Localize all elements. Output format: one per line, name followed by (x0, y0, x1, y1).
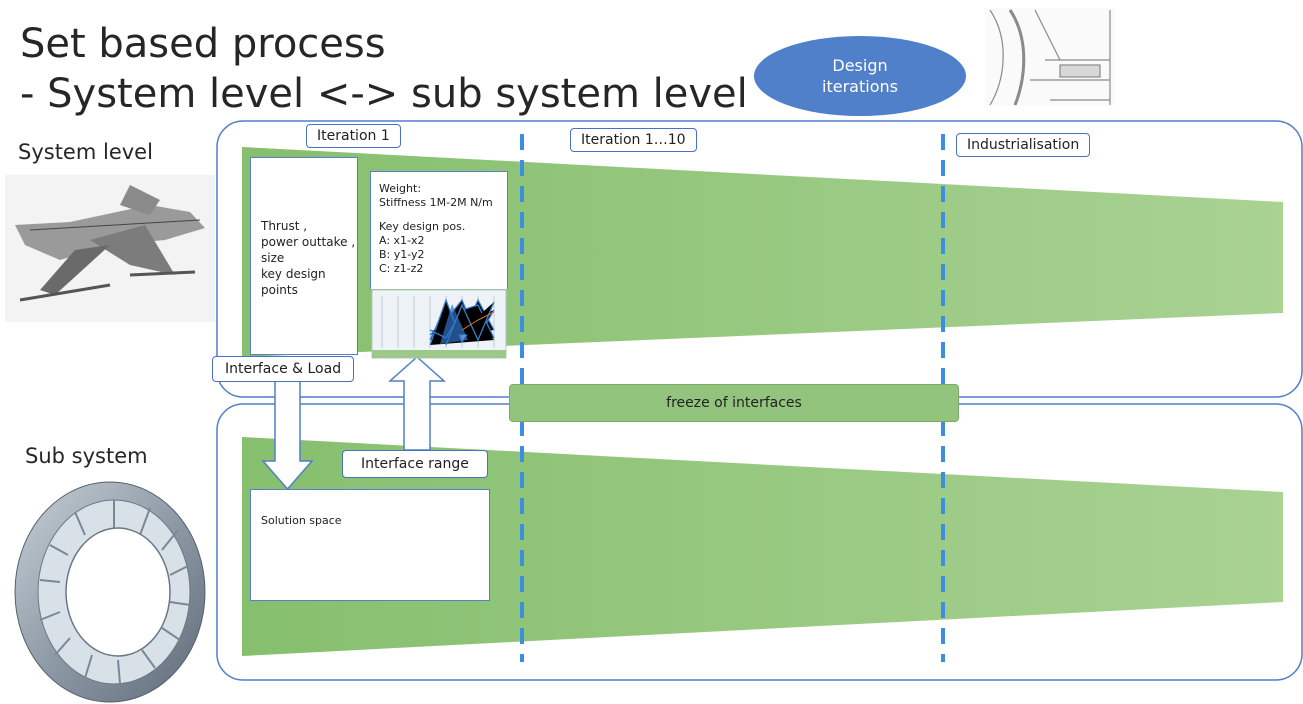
down-arrow (261, 379, 314, 491)
system-requirements-panel: Thrust , power outtake , size key design… (250, 157, 358, 355)
system-panel-line: power outtake , (261, 235, 356, 249)
range-line: Key design pos. (379, 220, 466, 233)
design-iterations-line-1: Design (832, 56, 888, 75)
interface-load-label: Interface & Load (212, 356, 355, 382)
slide-title-line-2: - System level <-> sub system level (20, 71, 748, 117)
system-level-label: System level (18, 140, 153, 164)
turbine-ring-image (14, 481, 206, 703)
system-panel-line: Thrust , (261, 219, 308, 233)
freeze-of-interfaces-bar: freeze of interfaces (509, 384, 959, 422)
range-line: A: x1-x2 (379, 234, 425, 247)
system-panel-line: points (261, 283, 298, 297)
solution-space-text: Solution space (261, 514, 342, 527)
system-panel-line: size (261, 251, 285, 265)
up-arrow (388, 355, 446, 451)
subsystem-label: Sub system (25, 444, 148, 468)
system-panel-line: key design (261, 267, 326, 281)
design-iterations-ellipse: Design iterations (754, 36, 966, 116)
aircraft-image (5, 175, 215, 322)
phase-iteration-1: Iteration 1 (306, 124, 401, 148)
phase-iterations-1-10: Iteration 1…10 (570, 128, 697, 152)
engine-section-image (985, 8, 1115, 106)
design-range-panel: Weight: Stiffness 1M-2M N/m Key design p… (370, 171, 508, 289)
subsystem-funnel (242, 437, 1283, 656)
interface-range-label: Interface range (342, 450, 488, 478)
phase-industrialisation: Industrialisation (956, 133, 1091, 157)
design-iterations-line-2: iterations (822, 77, 898, 96)
parallel-coordinates-thumbnail (371, 289, 507, 359)
range-line: B: y1-y2 (379, 248, 425, 261)
range-line: C: z1-z2 (379, 262, 424, 275)
range-line: Weight: (379, 182, 422, 195)
range-line (379, 210, 507, 220)
range-line: Stiffness 1M-2M N/m (379, 196, 493, 209)
solution-space-panel: Solution space (250, 489, 490, 601)
slide-title-line-1: Set based process (20, 21, 386, 67)
